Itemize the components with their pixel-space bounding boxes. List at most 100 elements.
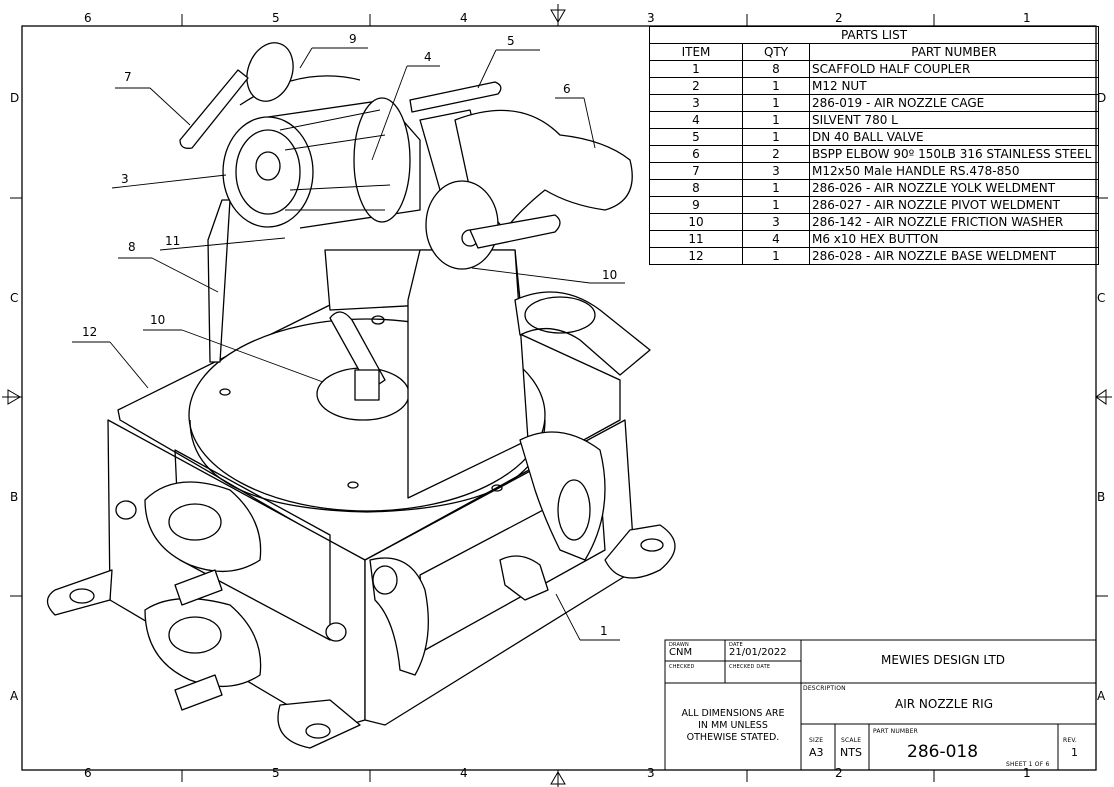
zone-row-c-right: C [1097,291,1106,305]
parts-list-part-number: 286-019 - AIR NOZZLE CAGE [809,94,1099,112]
parts-list-header-part-number: PART NUMBER [809,43,1099,61]
zone-row-b-right: B [1097,490,1106,504]
zone-col-3-bottom: 3 [647,766,655,780]
zone-col-2-top: 2 [835,11,843,25]
rev-label: REV. [1063,737,1077,744]
sheet-number: SHEET 1 OF 6 [1006,761,1050,768]
scale-value: NTS [840,746,862,759]
parts-list-qty: 1 [742,111,810,129]
parts-list-item: 4 [649,111,743,129]
balloon-10-left: 10 [150,313,166,327]
balloon-3: 3 [121,172,129,186]
parts-list-item: 10 [649,213,743,231]
parts-list-part-number: 286-028 - AIR NOZZLE BASE WELDMENT [809,247,1099,265]
dimension-note-line-1: ALL DIMENSIONS ARE [681,708,785,719]
parts-list-header-item: ITEM [649,43,743,61]
parts-list-qty: 1 [742,196,810,214]
parts-list-header-qty: QTY [742,43,810,61]
parts-list-qty: 1 [742,94,810,112]
parts-list-part-number: 286-026 - AIR NOZZLE YOLK WELDMENT [809,179,1099,197]
zone-row-a-left: A [10,689,19,703]
parts-list-qty: 3 [742,213,810,231]
zone-col-2-bottom: 2 [835,766,843,780]
leader-lines [72,47,625,641]
zone-row-a-right: A [1097,689,1106,703]
parts-list-part-number: SILVENT 780 L [809,111,1099,129]
drawn-label: DRAWN [669,642,689,648]
balloon-9: 9 [349,32,357,46]
parts-list-qty: 2 [742,145,810,163]
balloon-4: 4 [424,50,432,64]
zone-col-5-top: 5 [272,11,280,25]
parts-list-part-number: M6 x10 HEX BUTTON [809,230,1099,248]
parts-list-title: PARTS LIST [649,26,1099,44]
parts-list-item: 12 [649,247,743,265]
zone-col-1-top: 1 [1023,11,1031,25]
zone-col-3-top: 3 [647,11,655,25]
parts-list-qty: 3 [742,162,810,180]
parts-list-part-number: 286-142 - AIR NOZZLE FRICTION WASHER [809,213,1099,231]
parts-list-item: 5 [649,128,743,146]
checked-date-label: CHECKED DATE [729,664,771,670]
parts-list-part-number: SCAFFOLD HALF COUPLER [809,60,1099,78]
parts-list-item: 3 [649,94,743,112]
balloon-5: 5 [507,34,515,48]
checked-label: CHECKED [669,664,695,670]
balloon-11: 11 [165,234,181,248]
parts-list-part-number: 286-027 - AIR NOZZLE PIVOT WELDMENT [809,196,1099,214]
description-label: DESCRIPTION [803,685,846,692]
zone-row-d-right: D [1097,91,1107,105]
dimension-note-line-2: IN MM UNLESS [698,720,768,731]
parts-list-part-number: M12 NUT [809,77,1099,95]
size-value: A3 [809,746,824,759]
parts-list-part-number: DN 40 BALL VALVE [809,128,1099,146]
zone-col-4-top: 4 [460,11,468,25]
balloon-8: 8 [128,240,136,254]
balloon-10-right: 10 [602,268,618,282]
company-name: MEWIES DESIGN LTD [881,653,1006,667]
parts-list-item: 6 [649,145,743,163]
balloon-12: 12 [82,325,98,339]
date-value: 21/01/2022 [729,647,787,658]
parts-list-part-number: BSPP ELBOW 90º 150LB 316 STAINLESS STEEL [809,145,1099,163]
parts-list-qty: 8 [742,60,810,78]
assembly-drawing [46,42,676,749]
parts-list-item: 2 [649,77,743,95]
title-block-grid [664,639,1097,771]
dimension-note-line-3: OTHEWISE STATED. [686,732,780,743]
parts-list-qty: 4 [742,230,810,248]
parts-list-item: 7 [649,162,743,180]
zone-col-6-top: 6 [84,11,92,25]
parts-list-item: 8 [649,179,743,197]
zone-col-6-bottom: 6 [84,766,92,780]
zone-row-b-left: B [10,490,19,504]
zone-col-5-bottom: 5 [272,766,280,780]
title-block: DRAWN CNM DATE 21/01/2022 CHECKED CHECKE… [665,640,1096,770]
zone-row-d-left: D [10,91,20,105]
description-value: AIR NOZZLE RIG [895,697,994,711]
drawn-value: CNM [669,647,693,658]
part-number-value: 286-018 [907,742,979,762]
zone-col-1-bottom: 1 [1023,766,1031,780]
parts-list-qty: 1 [742,128,810,146]
rev-value: 1 [1071,746,1078,759]
size-label: SIZE [809,737,824,744]
parts-list-qty: 1 [742,77,810,95]
parts-list-item: 9 [649,196,743,214]
balloon-6: 6 [563,82,571,96]
scale-label: SCALE [841,737,862,744]
